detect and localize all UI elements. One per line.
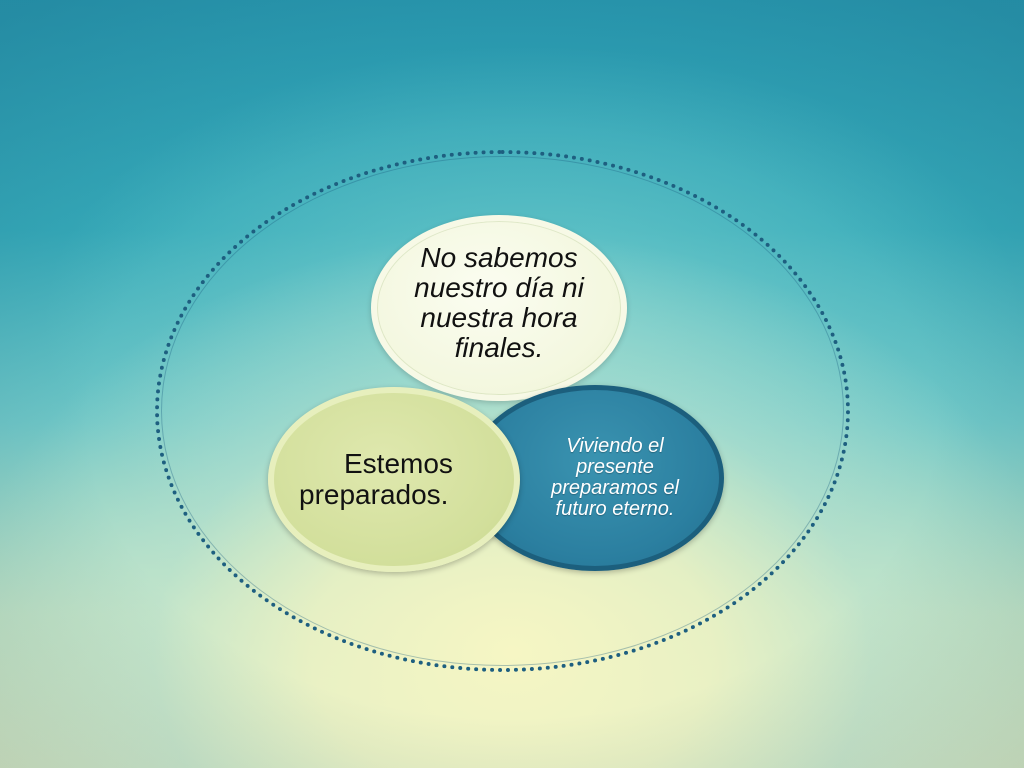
circle-left-text-line1: Estemos [344, 448, 453, 480]
circle-left-text-line2: preparados. [299, 478, 449, 510]
circle-left-text: Estemos preparados. [299, 448, 489, 510]
circle-left: Estemos preparados. [268, 387, 520, 572]
outer-dotted-ring [155, 150, 850, 672]
circle-top: No sabemos nuestro día ni nuestra hora f… [371, 215, 627, 401]
circle-right-text: Viviendo el presente preparamos el futur… [551, 435, 679, 520]
circle-top-text: No sabemos nuestro día ni nuestra hora f… [414, 241, 584, 364]
